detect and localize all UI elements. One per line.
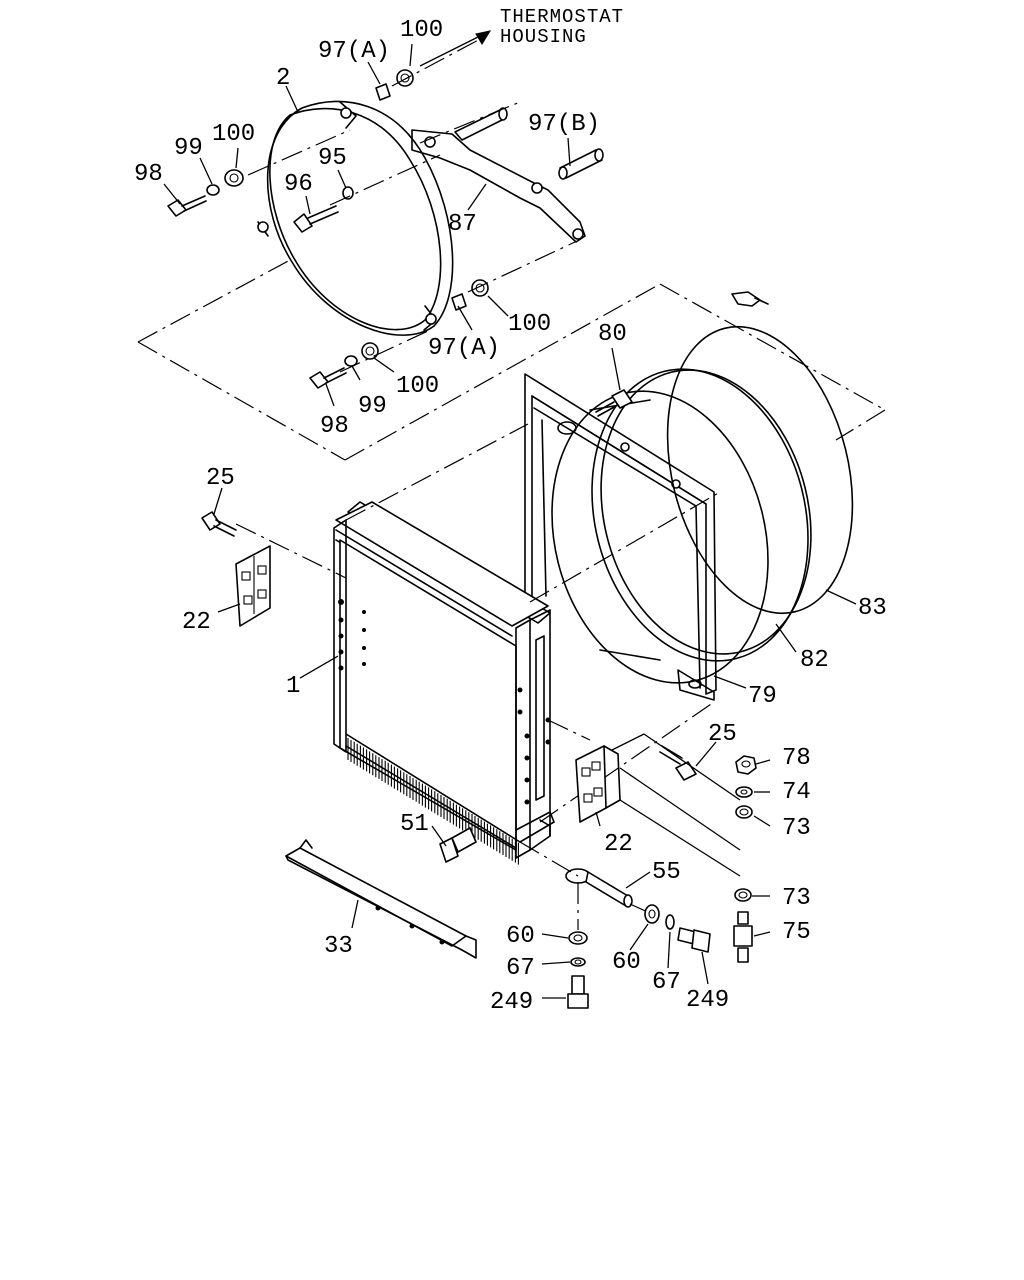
bolt-part-98-top: [167, 195, 207, 217]
callout-97b: 97(B): [528, 111, 600, 138]
callout-100: 100: [396, 373, 439, 400]
callout-97a: 97(A): [428, 335, 500, 362]
pipe-part-97b: [558, 148, 604, 180]
bracket-part-22-right: [575, 745, 621, 823]
callout-67: 67: [652, 969, 681, 996]
callout-78: 78: [782, 745, 811, 772]
bolt-part-25-left: [201, 511, 237, 537]
callout-1: 1: [286, 673, 300, 700]
washer-part-95: [342, 186, 354, 200]
seal-part-60-right: [644, 904, 660, 924]
cushion-part-73-top: [735, 805, 753, 819]
bolt-part-25-right: [659, 745, 697, 781]
grommet-part-100-top: [396, 69, 414, 87]
radiator-core-part-1: [333, 501, 555, 865]
thermostat-housing-note-line2: HOUSING: [500, 26, 587, 48]
callout-79: 79: [748, 683, 777, 710]
callout-87: 87: [448, 211, 477, 238]
hose-part-55: [565, 868, 633, 908]
callout-51: 51: [400, 811, 429, 838]
plug-part-249-right: [677, 927, 711, 953]
callout-98: 98: [134, 161, 163, 188]
seal-ring-part-83: [666, 291, 854, 615]
plug-part-249-left: [567, 975, 589, 1009]
callout-2: 2: [276, 65, 290, 92]
callout-96: 96: [284, 171, 313, 198]
callout-83: 83: [858, 595, 887, 622]
callout-95: 95: [318, 145, 347, 172]
callout-25: 25: [708, 721, 737, 748]
shroud-ring-part-2: [257, 100, 454, 336]
leader-lines: [163, 30, 857, 999]
cushion-part-73-bottom: [734, 888, 752, 902]
bracket-part-87: [411, 107, 586, 243]
washer-part-67-right: [665, 914, 675, 930]
washer-part-67-left: [570, 957, 586, 967]
callout-100: 100: [212, 121, 255, 148]
callout-99: 99: [174, 135, 203, 162]
callout-67: 67: [506, 955, 535, 982]
callout-33: 33: [324, 933, 353, 960]
stud-part-75: [733, 911, 753, 963]
bracket-part-22-left: [235, 545, 271, 627]
callout-73: 73: [782, 885, 811, 912]
callout-97a: 97(A): [318, 38, 390, 65]
callout-22: 22: [604, 831, 633, 858]
callout-80: 80: [598, 321, 627, 348]
callout-74: 74: [782, 779, 811, 806]
callout-98: 98: [320, 413, 349, 440]
callout-73: 73: [782, 815, 811, 842]
grommet-part-100-low: [361, 342, 379, 360]
callout-22: 22: [182, 609, 211, 636]
bolt-part-98-low: [309, 367, 347, 389]
washer-part-99-low: [344, 355, 358, 367]
callout-60: 60: [506, 923, 535, 950]
shroud-frame-part-79: [524, 373, 717, 701]
nut-part-78: [735, 755, 757, 775]
callout-100: 100: [400, 17, 443, 44]
callout-82: 82: [800, 647, 829, 674]
callout-99: 99: [358, 393, 387, 420]
shroud-drum-part-82: [551, 368, 812, 684]
callout-249: 249: [686, 987, 729, 1014]
seal-part-60-left: [568, 931, 588, 945]
washer-part-99-top: [206, 184, 220, 196]
callout-25: 25: [206, 465, 235, 492]
grommet-part-100-left: [224, 169, 244, 187]
hose-part-97a-mid: [451, 293, 467, 311]
thermostat-housing-note-line1: THERMOSTAT: [500, 6, 624, 28]
support-part-33: [285, 839, 477, 959]
callout-100: 100: [508, 311, 551, 338]
washer-part-74: [735, 786, 753, 798]
callout-60: 60: [612, 949, 641, 976]
hose-part-97a-top: [375, 83, 391, 101]
bolt-part-96: [293, 205, 339, 233]
callout-75: 75: [782, 919, 811, 946]
callout-55: 55: [652, 859, 681, 886]
bolt-part-80: [595, 389, 633, 417]
callout-249: 249: [490, 989, 533, 1016]
grommet-part-100-mid: [471, 279, 489, 297]
